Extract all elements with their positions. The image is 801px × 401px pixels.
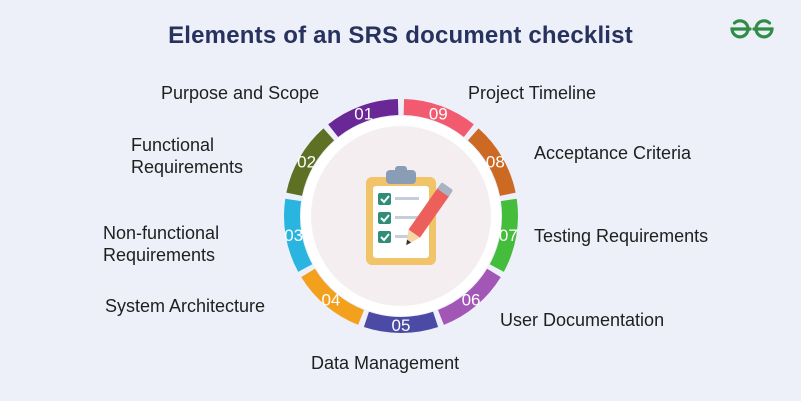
label-testing-requirements: Testing Requirements	[534, 226, 709, 246]
segment-number-05: 05	[392, 316, 411, 335]
geeksforgeeks-logo-icon	[730, 19, 774, 39]
segment-number-04: 04	[321, 290, 340, 309]
page-title: Elements of an SRS document checklist	[168, 22, 633, 49]
segment-number-02: 02	[297, 153, 316, 172]
segment-08	[467, 128, 516, 196]
segment-number-09: 09	[429, 105, 448, 124]
segment-02	[286, 128, 335, 196]
segment-number-01: 01	[354, 105, 373, 124]
segment-01	[328, 99, 399, 137]
segment-number-03: 03	[284, 226, 303, 245]
segment-03	[284, 198, 313, 272]
segment-number-06: 06	[462, 290, 481, 309]
clipboard-checklist-pencil-icon	[366, 166, 453, 265]
label-project-timeline: Project Timeline	[468, 83, 597, 103]
segment-07	[489, 198, 518, 272]
segment-05	[363, 311, 439, 333]
segment-04	[301, 268, 364, 325]
label-data-management: Data Management	[311, 353, 460, 373]
label-purpose-and-scope: Purpose and Scope	[161, 83, 320, 103]
label-acceptance-criteria: Acceptance Criteria	[534, 143, 692, 163]
segment-number-07: 07	[499, 226, 518, 245]
segment-06	[438, 268, 501, 325]
segment-09	[403, 99, 474, 137]
label-system-architecture: System Architecture	[105, 296, 266, 316]
label-user-documentation: User Documentation	[500, 310, 665, 330]
segment-number-08: 08	[486, 153, 505, 172]
